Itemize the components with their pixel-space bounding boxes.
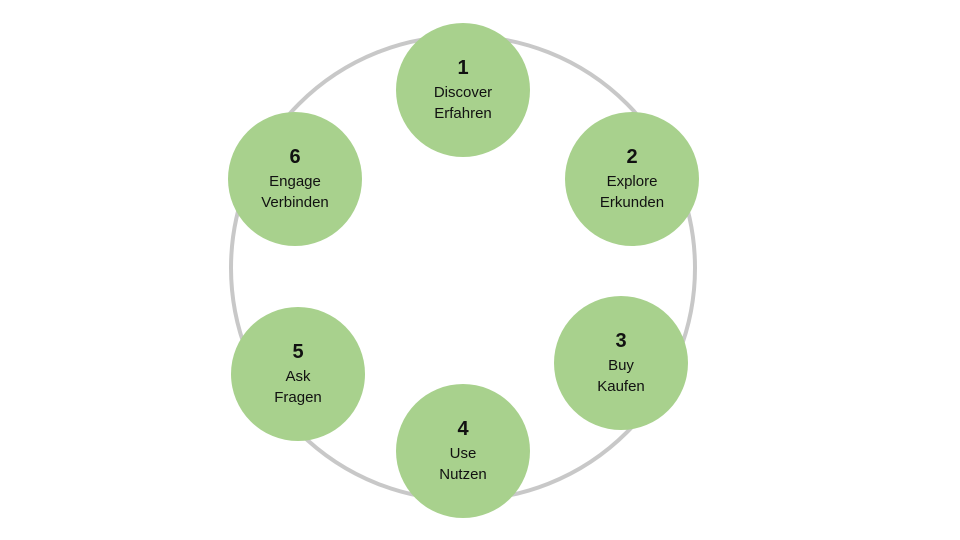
step-label-de: Fragen [274, 389, 322, 406]
step-label-en: Explore [606, 173, 658, 190]
step-label-en: Ask [285, 368, 311, 385]
step-label-en: Engage [269, 173, 321, 190]
step-number: 6 [289, 146, 301, 168]
step-node-ask: 5 Ask Fragen [231, 307, 365, 441]
step-node-use: 4 Use Nutzen [396, 384, 530, 518]
step-number: 3 [615, 330, 627, 352]
step-node-discover: 1 Discover Erfahren [396, 23, 530, 157]
step-label-en: Use [449, 445, 477, 462]
step-number: 4 [457, 418, 469, 440]
step-number: 2 [626, 146, 638, 168]
step-node-buy: 3 Buy Kaufen [554, 296, 688, 430]
step-node-explore: 2 Explore Erkunden [565, 112, 699, 246]
step-label-de: Erfahren [434, 105, 492, 122]
step-label-en: Discover [433, 84, 493, 101]
step-label-en: Buy [608, 357, 634, 374]
step-number: 5 [292, 341, 304, 363]
step-label-de: Erkunden [599, 194, 665, 211]
step-number: 1 [457, 57, 469, 79]
step-label-de: Nutzen [439, 466, 487, 483]
step-label-de: Verbinden [261, 194, 329, 211]
step-node-engage: 6 Engage Verbinden [228, 112, 362, 246]
step-label-de: Kaufen [597, 378, 645, 395]
